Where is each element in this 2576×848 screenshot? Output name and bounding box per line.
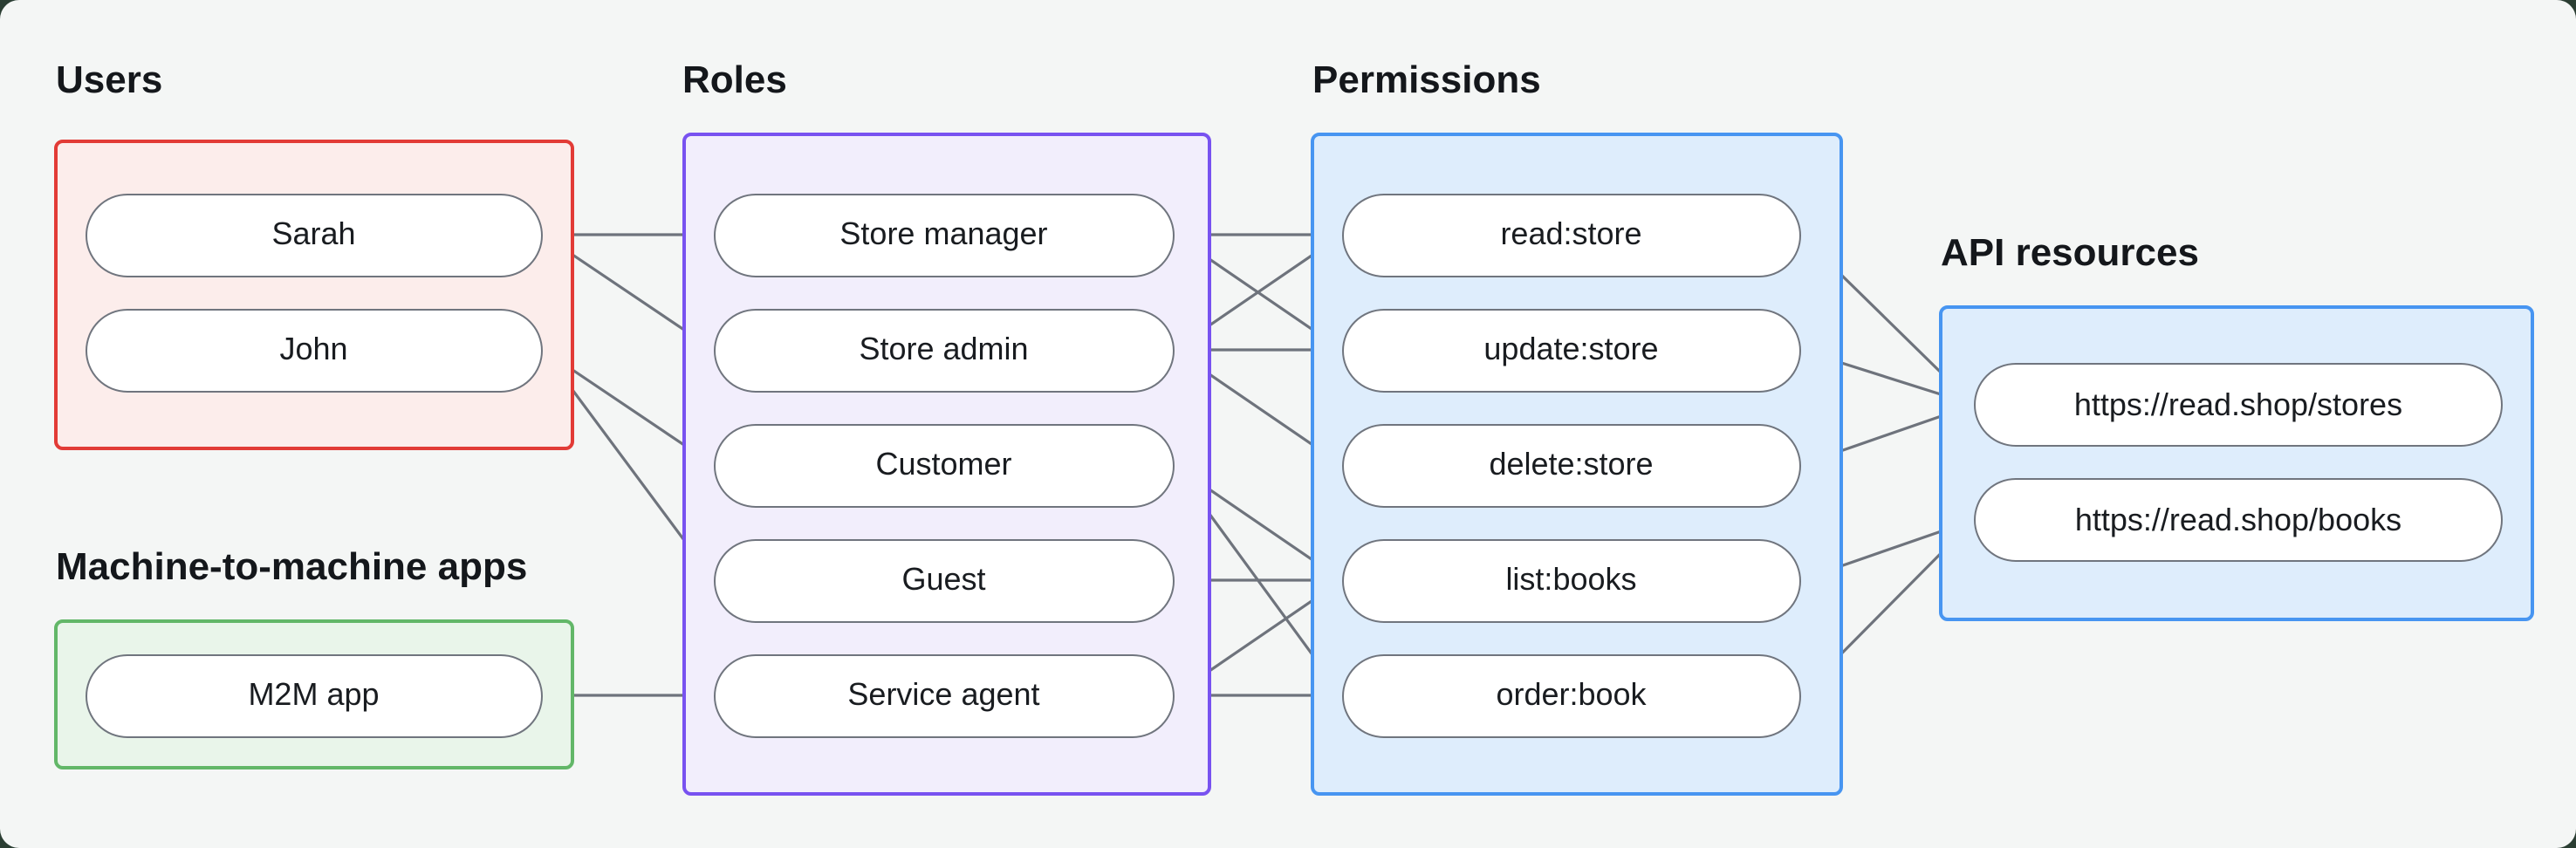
node-label-list-books: list:books xyxy=(1505,562,1637,597)
node-label-store-manager: Store manager xyxy=(839,216,1048,251)
node-label-read-store: read:store xyxy=(1500,216,1642,251)
node-guest: Guest xyxy=(714,538,1174,622)
node-label-update-store: update:store xyxy=(1483,332,1659,366)
node-service-agent: Service agent xyxy=(714,653,1174,737)
node-label-order-book: order:book xyxy=(1496,677,1647,712)
node-john: John xyxy=(85,308,543,392)
node-store-manager: Store manager xyxy=(714,193,1174,277)
m2m-group-label: Machine-to-machine apps xyxy=(56,544,528,588)
node-update-store: update:store xyxy=(1342,308,1800,392)
node-label-api-books: https://read.shop/books xyxy=(2074,502,2402,537)
node-label-api-stores: https://read.shop/stores xyxy=(2073,386,2403,421)
node-api-stores: https://read.shop/stores xyxy=(1974,363,2503,447)
node-read-store: read:store xyxy=(1342,193,1800,277)
node-label-customer: Customer xyxy=(875,447,1012,482)
node-order-book: order:book xyxy=(1342,653,1800,737)
node-label-service-agent: Service agent xyxy=(847,677,1040,712)
node-customer: Customer xyxy=(714,423,1174,507)
node-sarah: Sarah xyxy=(85,193,543,277)
api-group-box xyxy=(1939,304,2534,620)
roles-group-label: Roles xyxy=(682,58,787,101)
node-label-delete-store: delete:store xyxy=(1489,447,1654,482)
api-group-label: API resources xyxy=(1941,230,2199,274)
node-delete-store: delete:store xyxy=(1342,423,1800,507)
permissions-group-label: Permissions xyxy=(1312,58,1541,101)
users-group-box xyxy=(54,140,574,450)
node-label-guest: Guest xyxy=(901,562,986,597)
users-group-label: Users xyxy=(56,58,163,101)
node-m2m-app: M2M app xyxy=(85,653,543,737)
node-label-store-admin: Store admin xyxy=(859,332,1029,366)
node-label-john: John xyxy=(279,332,348,366)
node-store-admin: Store admin xyxy=(714,308,1174,392)
node-label-sarah: Sarah xyxy=(271,216,356,251)
node-api-books: https://read.shop/books xyxy=(1974,478,2503,562)
node-label-m2m-app: M2M app xyxy=(248,677,380,712)
node-list-books: list:books xyxy=(1342,538,1800,622)
